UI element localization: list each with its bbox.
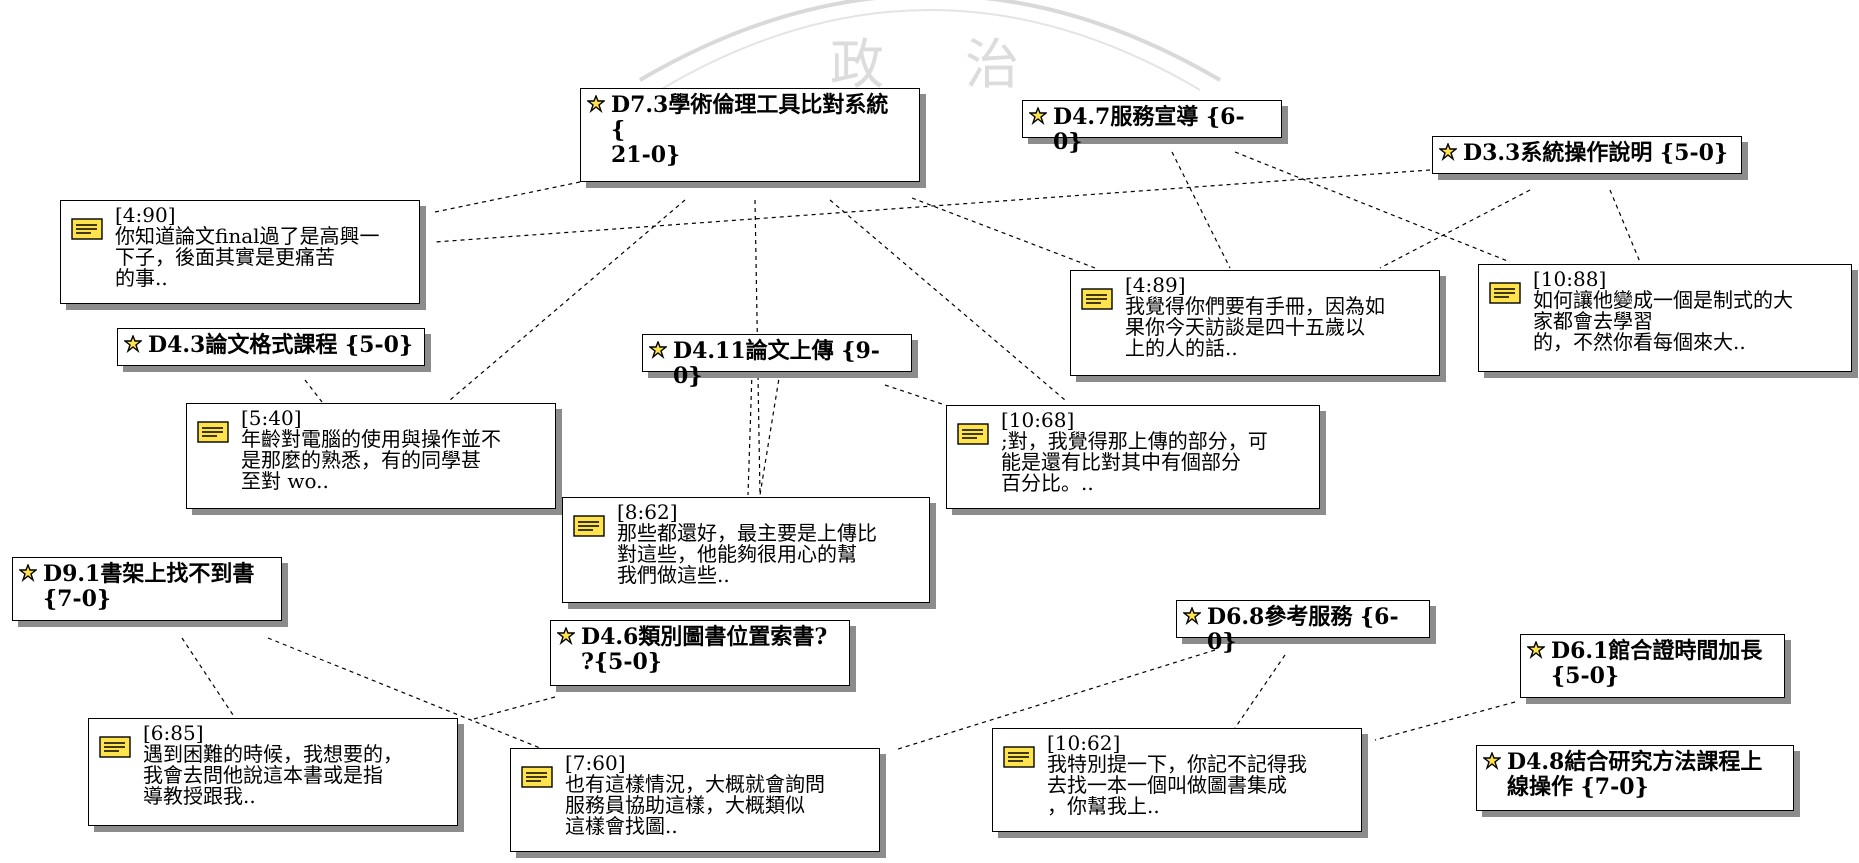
edge [304, 379, 323, 403]
code-node-d4-7[interactable]: D4.7服務宣導 {6-0} [1022, 100, 1282, 155]
quotation-text: 你知道論文final過了是高興一 下子，後面其實是更痛苦 的事.. [115, 224, 380, 290]
quotation-node-4-90[interactable]: [4:90] 你知道論文final過了是高興一 下子，後面其實是更痛苦 的事.. [60, 200, 420, 304]
quotation-text: 年齡對電腦的使用與操作並不 是那麼的熟悉，有的同學甚 至對 wo.. [241, 427, 501, 493]
code-label: D9.1書架上找不到書 {7-0} [43, 561, 255, 612]
quotation-note-icon [521, 766, 553, 788]
code-star-icon [19, 564, 37, 582]
quotation-note-icon [1003, 746, 1035, 768]
code-star-icon [557, 627, 575, 645]
quotation-reference: [10:68] [1001, 408, 1075, 432]
code-star-icon [1527, 641, 1545, 659]
code-star-icon [1183, 607, 1201, 625]
quotation-node-7-60[interactable]: [7:60] 也有這樣情況，大概就會詢問 服務員協助這樣，大概類似 這樣會找圖.… [510, 748, 880, 852]
quotation-reference: [7:60] [565, 751, 626, 775]
code-label: D4.6類別圖書位置索書? ?{5-0} [581, 624, 828, 675]
code-star-icon [1439, 143, 1457, 161]
quotation-text: 我特別提一下，你記不記得我 去找一本一個叫做圖書集成 ，你幫我上.. [1047, 752, 1307, 818]
quotation-reference: [10:88] [1533, 267, 1607, 291]
code-node-d4-6[interactable]: D4.6類別圖書位置索書? ?{5-0} [550, 620, 850, 686]
quotation-text: 也有這樣情況，大概就會詢問 服務員協助這樣，大概類似 這樣會找圖.. [565, 772, 825, 838]
code-star-icon [1483, 752, 1501, 770]
quotation-reference: [8:62] [617, 500, 678, 524]
code-star-icon [587, 95, 605, 113]
quotation-note-icon [99, 736, 131, 758]
quotation-note-icon [197, 421, 229, 443]
quotation-node-6-85[interactable]: [6:85] 遇到困難的時候，我想要的， 我會去問他說這本書或是指 導教授跟我.… [88, 718, 458, 826]
code-label: D7.3學術倫理工具比對系統 { 21-0} [611, 92, 889, 168]
edge [911, 197, 1096, 269]
code-star-icon [1029, 107, 1047, 125]
edge [747, 371, 753, 496]
quotation-note-icon [957, 423, 989, 445]
quotation-node-10-62[interactable]: [10:62] 我特別提一下，你記不記得我 去找一本一個叫做圖書集成 ，你幫我上… [992, 728, 1362, 832]
quotation-text: 我覺得你們要有手冊，因為如 果你今天訪談是四十五歲以 上的人的話.. [1125, 294, 1385, 360]
code-label: D6.8參考服務 {6-0} [1207, 604, 1399, 655]
quotation-reference: [10:62] [1047, 731, 1121, 755]
edge [434, 181, 581, 213]
code-label: D4.11論文上傳 {9-0} [673, 338, 880, 389]
quotation-note-icon [573, 515, 605, 537]
quotation-node-10-88[interactable]: [10:88] 如何讓他變成一個是制式的大 家都會去學習 的，不然你看每個來大.… [1478, 264, 1852, 372]
edge [1609, 189, 1641, 263]
code-node-d6-8[interactable]: D6.8參考服務 {6-0} [1176, 600, 1430, 655]
code-star-icon [649, 341, 667, 359]
quotation-node-5-40[interactable]: [5:40] 年齡對電腦的使用與操作並不 是那麼的熟悉，有的同學甚 至對 wo.… [186, 403, 556, 509]
edge [759, 371, 781, 496]
code-label: D6.1館合證時間加長 {5-0} [1551, 638, 1763, 689]
quotation-text: 遇到困難的時候，我想要的， 我會去問他說這本書或是指 導教授跟我.. [143, 742, 403, 808]
code-node-d4-3[interactable]: D4.3論文格式課程 {5-0} [117, 328, 425, 366]
quotation-note-icon [71, 218, 103, 240]
code-node-d4-8[interactable]: D4.8結合研究方法課程上 線操作 {7-0} [1476, 745, 1794, 811]
code-label: D4.8結合研究方法課程上 線操作 {7-0} [1507, 749, 1763, 800]
code-node-d3-3[interactable]: D3.3系統操作說明 {5-0} [1432, 136, 1742, 174]
code-label: D4.3論文格式課程 {5-0} [148, 332, 414, 358]
quotation-reference: [4:89] [1125, 273, 1186, 297]
edge [1374, 701, 1516, 741]
edge [1171, 151, 1231, 269]
quotation-node-4-89[interactable]: [4:89] 我覺得你們要有手冊，因為如 果你今天訪談是四十五歲以 上的人的話.… [1070, 270, 1440, 376]
code-label: D3.3系統操作說明 {5-0} [1463, 140, 1729, 166]
edge [469, 696, 556, 721]
quotation-reference: [4:90] [115, 203, 176, 227]
edge [1379, 189, 1531, 269]
quotation-node-10-68[interactable]: [10:68] ;對，我覺得那上傳的部分，可 能是還有比對其中有個部分 百分比。… [946, 405, 1320, 509]
code-star-icon [124, 335, 142, 353]
code-node-d9-1[interactable]: D9.1書架上找不到書 {7-0} [12, 557, 282, 621]
quotation-note-icon [1489, 282, 1521, 304]
quotation-reference: [5:40] [241, 406, 302, 430]
quotation-reference: [6:85] [143, 721, 204, 745]
edge [181, 637, 236, 719]
quotation-note-icon [1081, 288, 1113, 310]
quotation-text: ;對，我覺得那上傳的部分，可 能是還有比對其中有個部分 百分比。.. [1001, 429, 1268, 495]
edge [1234, 654, 1286, 729]
quotation-text: 那些都還好，最主要是上傳比 對這些，他能夠很用心的幫 我們做這些.. [617, 521, 877, 587]
code-label: D4.7服務宣導 {6-0} [1053, 104, 1245, 155]
quotation-node-8-62[interactable]: [8:62] 那些都還好，最主要是上傳比 對這些，他能夠很用心的幫 我們做這些.… [562, 497, 930, 603]
seal-char-right: 治 [965, 33, 1021, 96]
code-node-d6-1[interactable]: D6.1館合證時間加長 {5-0} [1520, 634, 1785, 698]
quotation-text: 如何讓他變成一個是制式的大 家都會去學習 的，不然你看每個來大.. [1533, 288, 1793, 354]
code-node-d4-11[interactable]: D4.11論文上傳 {9-0} [642, 334, 912, 389]
code-node-d7-3[interactable]: D7.3學術倫理工具比對系統 { 21-0} [580, 88, 920, 182]
